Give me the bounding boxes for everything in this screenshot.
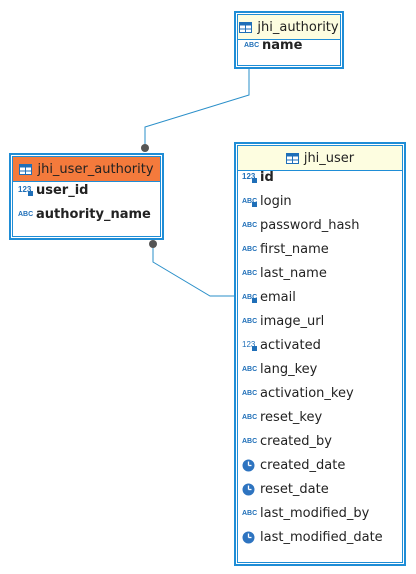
clock-icon: [242, 531, 260, 544]
clock-icon: [242, 483, 260, 496]
column-name: lang_key: [260, 361, 318, 377]
column-name: activation_key: [260, 385, 354, 401]
column-name: last_modified_by: [260, 505, 370, 521]
column-name: email: [260, 289, 296, 305]
fk-authority-line: [144, 66, 250, 148]
column-name: name: [262, 37, 303, 53]
table-title: jhi_user: [303, 150, 355, 166]
svg-text:ABC: ABC: [242, 318, 257, 325]
text-type-icon: ABC: [18, 208, 36, 220]
text-type-icon: ABC: [242, 411, 260, 423]
svg-text:ABC: ABC: [242, 366, 257, 373]
column-name: image_url: [260, 313, 325, 329]
column-name: reset_key: [260, 409, 323, 425]
column-name: reset_date: [260, 481, 329, 497]
svg-text:123: 123: [242, 172, 256, 181]
svg-text:ABC: ABC: [242, 510, 257, 517]
svg-text:ABC: ABC: [242, 414, 257, 421]
text-type-icon: ABC: [242, 435, 260, 447]
svg-text:ABC: ABC: [242, 438, 257, 445]
text-type-icon: ABC: [242, 507, 260, 519]
text-type-icon: ABC: [242, 363, 260, 375]
numeric-type-icon: 123: [18, 184, 36, 196]
text-type-icon: ABC: [242, 291, 260, 303]
column-row[interactable]: 123 id: [242, 166, 274, 188]
svg-text:ABC: ABC: [242, 222, 257, 229]
column-name: login: [260, 193, 292, 209]
column-name: created_date: [260, 457, 346, 473]
table-icon: [285, 152, 299, 164]
table-header: jhi_user_authority: [13, 157, 160, 182]
table-icon: [19, 163, 33, 175]
svg-text:ABC: ABC: [242, 198, 257, 205]
column-name: password_hash: [260, 217, 360, 233]
text-type-icon: ABC: [244, 39, 262, 51]
column-row[interactable]: last_modified_date: [242, 526, 383, 548]
svg-text:ABC: ABC: [242, 294, 257, 301]
column-name: last_name: [260, 265, 327, 281]
column-name: activated: [260, 337, 321, 353]
svg-text:123: 123: [18, 185, 32, 194]
table-icon: [239, 21, 253, 33]
table-header: jhi_user: [238, 146, 402, 171]
svg-text:ABC: ABC: [244, 42, 259, 49]
column-name: user_id: [36, 182, 89, 198]
fk-user-endpoint: [149, 240, 157, 248]
column-row[interactable]: created_date: [242, 454, 345, 476]
svg-text:ABC: ABC: [18, 211, 33, 218]
column-name: created_by: [260, 433, 332, 449]
column-name: first_name: [260, 241, 329, 257]
text-type-icon: ABC: [242, 195, 260, 207]
text-type-icon: ABC: [242, 243, 260, 255]
fk-user-line: [152, 244, 236, 297]
column-name: authority_name: [36, 206, 151, 222]
text-type-icon: ABC: [242, 267, 260, 279]
text-type-icon: ABC: [242, 219, 260, 231]
table-title: jhi_authority: [257, 19, 339, 35]
fk-authority-endpoint: [141, 144, 149, 152]
column-name: id: [260, 169, 274, 185]
table-header: jhi_authority: [238, 15, 340, 40]
text-type-icon: ABC: [242, 315, 260, 327]
svg-text:123: 123: [242, 340, 256, 349]
column-name: last_modified_date: [260, 529, 383, 545]
numeric-type-icon: 123: [242, 339, 260, 351]
svg-text:ABC: ABC: [242, 390, 257, 397]
column-row[interactable]: reset_date: [242, 478, 329, 500]
column-row[interactable]: 123 activated: [242, 334, 321, 356]
table-title: jhi_user_authority: [37, 161, 154, 177]
numeric-type-icon: 123: [242, 171, 260, 183]
column-row[interactable]: 123 user_id: [18, 179, 88, 201]
clock-icon: [242, 459, 260, 472]
svg-text:ABC: ABC: [242, 246, 257, 253]
text-type-icon: ABC: [242, 387, 260, 399]
svg-text:ABC: ABC: [242, 270, 257, 277]
